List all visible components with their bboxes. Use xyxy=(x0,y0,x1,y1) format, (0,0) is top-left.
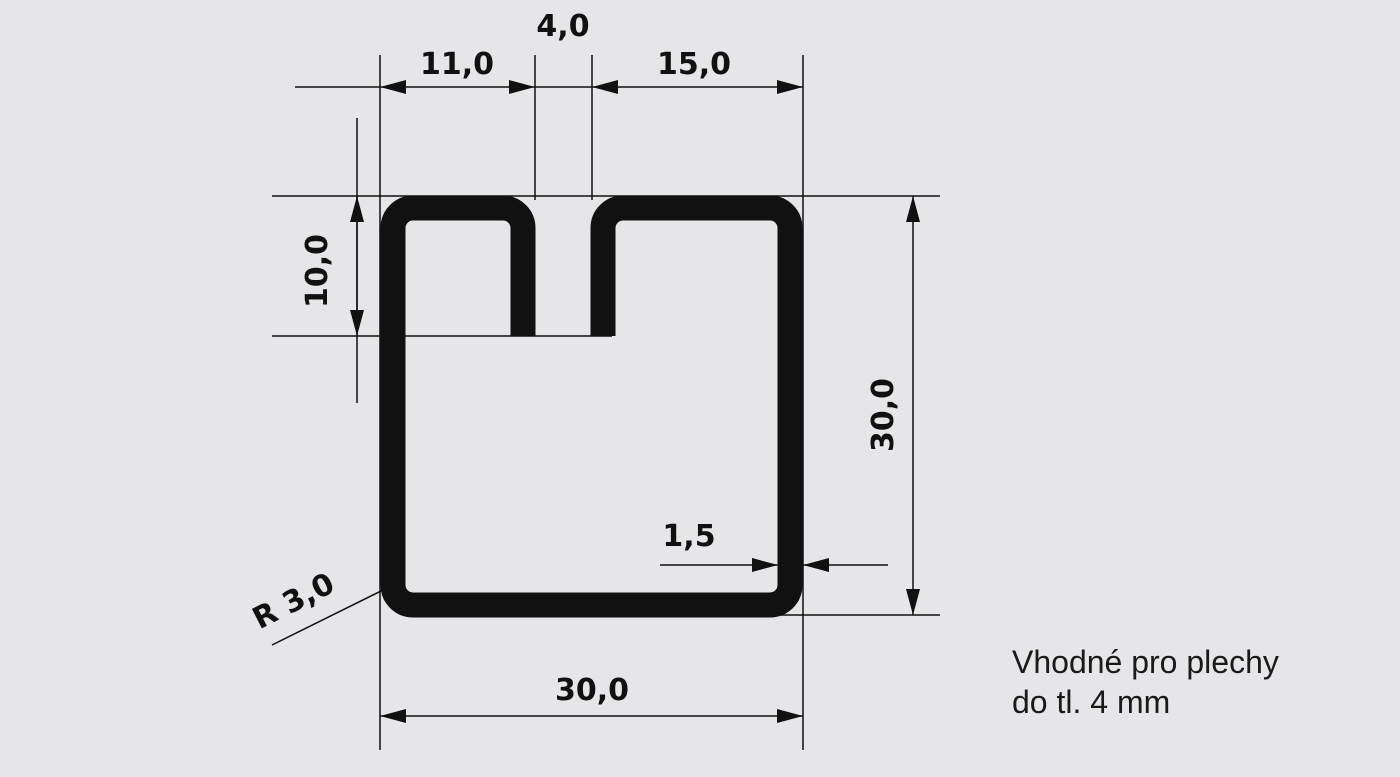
dim-lip-height: 10,0 xyxy=(300,234,335,308)
dim-total-width: 30,0 xyxy=(555,673,629,708)
channel-profile xyxy=(380,195,803,618)
dim-slot-gap: 4,0 xyxy=(536,9,589,44)
dim-top-right-width: 15,0 xyxy=(657,47,731,82)
note-line-1: Vhodné pro plechy xyxy=(1012,644,1279,680)
dim-top-left-width: 11,0 xyxy=(420,47,494,82)
suitability-note: Vhodné pro plechy do tl. 4 mm xyxy=(1012,642,1279,722)
extension-lines xyxy=(271,55,940,750)
dim-corner-radius: R 3,0 xyxy=(247,566,340,637)
dimension-lines xyxy=(350,80,920,723)
dim-wall-thickness: 1,5 xyxy=(662,519,715,554)
dim-total-height: 30,0 xyxy=(866,378,901,452)
note-line-2: do tl. 4 mm xyxy=(1012,684,1171,720)
